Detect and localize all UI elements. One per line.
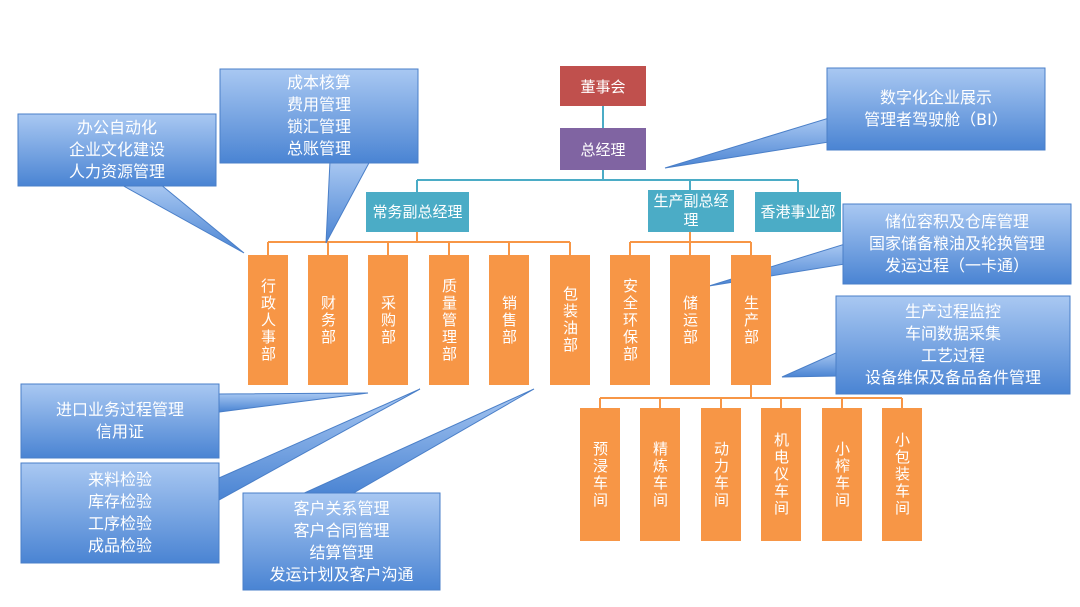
callout-line: 客户关系管理 [293, 498, 390, 518]
workshop-presoak: 预浸车间 [580, 408, 620, 541]
callout-line: 发运计划及客户沟通 [269, 564, 414, 584]
callout-bi: 数字化企业展示 管理者驾驶舱（BI） [827, 68, 1045, 150]
workshop-electromech: 机电仪车间 [761, 408, 801, 541]
callout-finance: 成本核算 费用管理 锁汇管理 总账管理 [220, 69, 418, 163]
callout-import: 进口业务过程管理 信用证 [21, 384, 219, 458]
workshop-power: 动力车间 [701, 408, 741, 541]
callout-line: 企业文化建设 [68, 140, 165, 159]
callout-line: 结算管理 [309, 542, 374, 562]
callout-line: 库存检验 [87, 492, 152, 511]
callout-line: 来料检验 [87, 470, 152, 489]
callout-storage: 储位容积及仓库管理 国家储备粮油及轮换管理 发运过程（一卡通） [843, 204, 1071, 284]
callout-line: 管理者驾驶舱（BI） [864, 110, 1008, 129]
callout-line: 发运过程（一卡通） [884, 256, 1029, 275]
dept-procurement: 采购部 [368, 255, 408, 385]
dept-quality: 质量管理部 [429, 255, 469, 385]
callout-line: 车间数据采集 [904, 324, 1001, 343]
dept-storage-transport: 储运部 [670, 255, 710, 385]
callout-office-automation: 办公自动化 企业文化建设 人力资源管理 [18, 114, 216, 186]
callout-line: 成本核算 [286, 73, 351, 92]
dept-admin-hr: 行政人事部 [248, 255, 288, 385]
callout-shape-office [17, 113, 245, 254]
callout-line: 成品检验 [87, 536, 152, 555]
executive-vp-box: 常务副总经理 [366, 192, 469, 232]
callout-shape-quality [20, 388, 421, 564]
general-manager-box: 总经理 [560, 128, 646, 170]
dept-finance: 财务部 [308, 255, 348, 385]
callout-quality: 来料检验 库存检验 工序检验 成品检验 [21, 463, 219, 563]
callout-line: 进口业务过程管理 [55, 400, 184, 419]
callout-line: 数字化企业展示 [879, 88, 992, 107]
callout-line: 设备维保及备品备件管理 [864, 368, 1041, 387]
callout-line: 人力资源管理 [68, 162, 165, 181]
callout-line: 锁汇管理 [286, 117, 351, 136]
hongkong-division-box: 香港事业部 [755, 192, 841, 232]
callout-shape-import [20, 383, 369, 459]
callout-shapes [17, 67, 1072, 591]
workshop-small-press: 小榨车间 [822, 408, 862, 541]
dept-safety-env: 安全环保部 [610, 255, 650, 385]
dept-production: 生产部 [731, 255, 771, 385]
callout-line: 总账管理 [286, 139, 351, 158]
callout-line: 储位容积及仓库管理 [884, 212, 1029, 231]
callout-line: 客户合同管理 [293, 520, 390, 540]
callout-line: 信用证 [95, 422, 144, 441]
board-box: 董事会 [560, 66, 646, 106]
callout-customer: 客户关系管理 客户合同管理 结算管理 发运计划及客户沟通 [243, 493, 440, 590]
callout-shape-bi [664, 67, 1046, 169]
callout-line: 国家储备粮油及轮换管理 [868, 234, 1045, 253]
dept-sales: 销售部 [489, 255, 529, 385]
callout-line: 工艺过程 [920, 346, 985, 365]
workshop-small-package: 小包装车间 [882, 408, 922, 541]
callout-shape-customer [242, 388, 535, 591]
callout-line: 费用管理 [286, 95, 351, 114]
production-vp-box: 生产副总经理 [648, 190, 734, 232]
org-connector-lines [267, 106, 903, 408]
callout-line: 工序检验 [87, 514, 152, 533]
callout-production: 生产过程监控 车间数据采集 工艺过程 设备维保及备品备件管理 [836, 296, 1070, 394]
callout-shape-production [781, 295, 1071, 395]
callout-line: 办公自动化 [76, 118, 157, 137]
workshop-refining: 精炼车间 [640, 408, 680, 541]
callout-shape-finance [219, 68, 419, 244]
dept-packaged-oil: 包装油部 [550, 255, 590, 385]
callout-line: 生产过程监控 [904, 302, 1001, 321]
